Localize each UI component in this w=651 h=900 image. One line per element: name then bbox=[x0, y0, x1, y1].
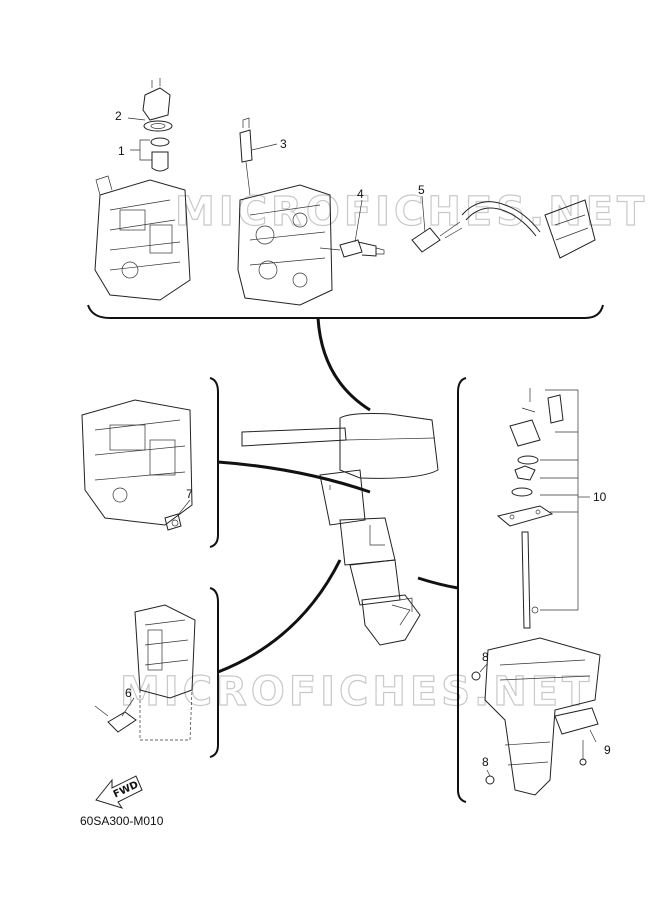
callout-8-upper: 8 bbox=[482, 650, 489, 664]
outboard-motor bbox=[241, 413, 439, 646]
clamp-bracket bbox=[134, 604, 196, 741]
fuel-filter-hose bbox=[411, 199, 596, 259]
callout-2: 2 bbox=[115, 109, 122, 123]
fwd-label: FWD bbox=[112, 779, 140, 800]
leader-2 bbox=[127, 117, 146, 121]
leader-1 bbox=[130, 139, 152, 161]
left-lower-bracket bbox=[209, 587, 219, 758]
lower-unit bbox=[484, 637, 601, 796]
spark-plug bbox=[319, 239, 385, 258]
leader-9 bbox=[589, 729, 597, 743]
right-bracket bbox=[457, 377, 467, 803]
cylinder-head bbox=[237, 184, 333, 306]
bolt-lower bbox=[485, 775, 495, 785]
callout-10: 10 bbox=[593, 490, 607, 504]
thermo-switch bbox=[239, 117, 253, 196]
callout-3: 3 bbox=[280, 137, 287, 151]
left-upper-bracket bbox=[209, 377, 219, 548]
kit-leader-lines bbox=[540, 389, 579, 611]
leader-bracket-group bbox=[217, 559, 342, 674]
watermark-top: MICROFICHES.NET bbox=[175, 189, 648, 235]
leader-bottom-cowling bbox=[217, 460, 371, 494]
callout-6: 6 bbox=[125, 686, 132, 700]
drain-screw bbox=[164, 513, 182, 531]
callout-9: 9 bbox=[604, 743, 611, 757]
callout-5: 5 bbox=[418, 183, 425, 197]
watermark-bottom: MICROFICHES.NET bbox=[120, 669, 593, 715]
bottom-cowling bbox=[81, 399, 193, 526]
thermostat-assembly bbox=[142, 78, 173, 172]
callout-7: 7 bbox=[186, 487, 193, 501]
bolt-upper bbox=[471, 671, 481, 681]
leader-4 bbox=[354, 199, 363, 243]
leader-8a bbox=[479, 663, 488, 673]
leader-5 bbox=[421, 195, 426, 233]
leader-6 bbox=[121, 697, 135, 717]
water-pump-kit bbox=[496, 388, 564, 629]
leader-8b bbox=[486, 769, 491, 777]
leader-7 bbox=[177, 499, 191, 516]
anode-small bbox=[94, 705, 137, 733]
leader-lower-unit bbox=[417, 576, 459, 590]
leader-3 bbox=[251, 143, 278, 151]
top-leader bbox=[316, 317, 371, 412]
callout-1: 1 bbox=[118, 144, 125, 158]
cylinder-block bbox=[94, 175, 191, 301]
callout-8-lower: 8 bbox=[482, 755, 489, 769]
drawing-code: 60SA300-M010 bbox=[80, 814, 164, 828]
callout-4: 4 bbox=[357, 187, 364, 201]
top-group-bracket bbox=[87, 304, 604, 319]
trim-tab-bolt bbox=[579, 740, 587, 766]
fwd-arrow-icon: FWD bbox=[95, 775, 143, 809]
